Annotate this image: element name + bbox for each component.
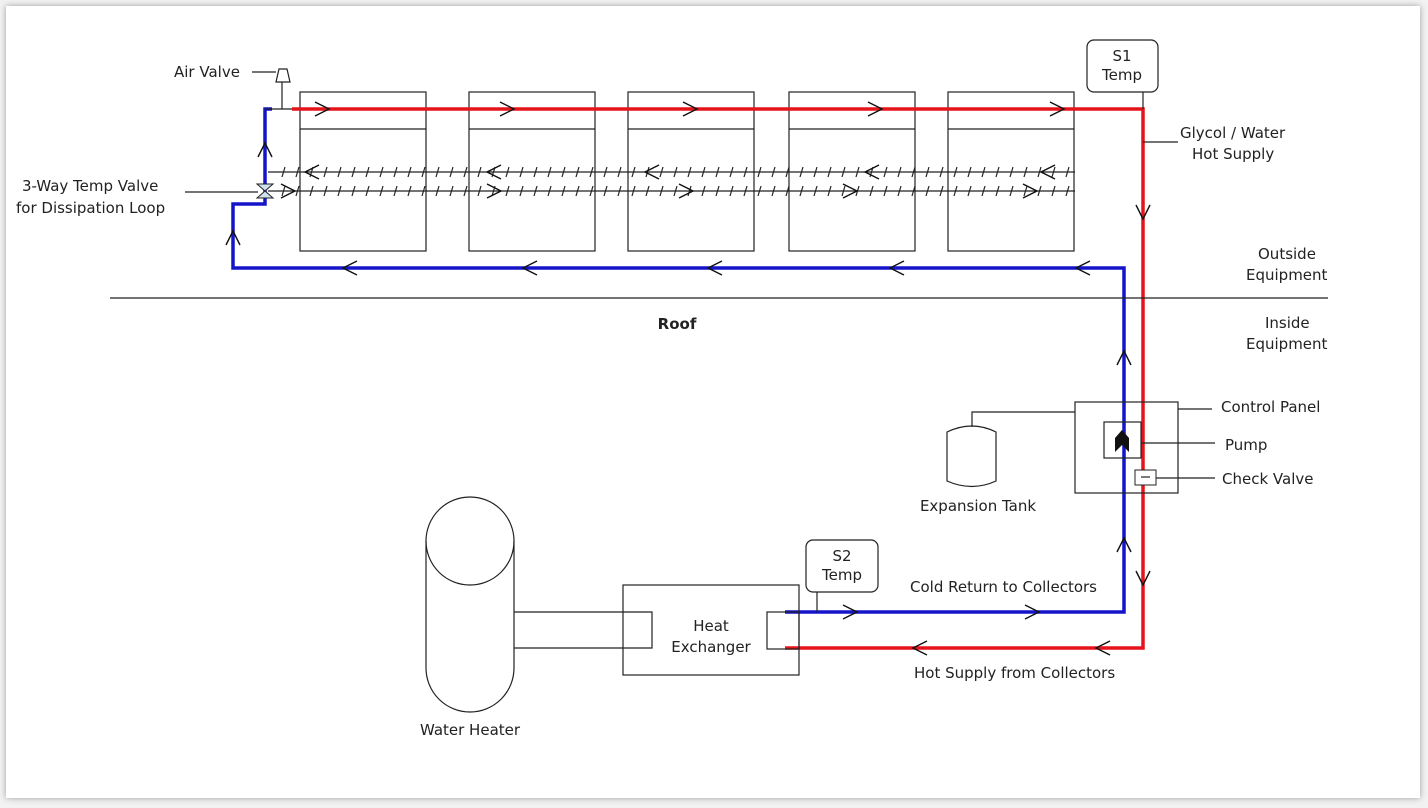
pump-label: Pump	[1225, 436, 1267, 454]
three-way-valve-label-1: 3-Way Temp Valve	[22, 177, 158, 195]
flow-arrow-icon	[1024, 604, 1041, 620]
control-panel-label: Control Panel	[1221, 398, 1320, 416]
roof-label: Roof	[658, 315, 697, 333]
cold-return-pipe	[231, 107, 1126, 614]
flow-arrow-icon	[485, 164, 502, 180]
s1-temp-label: Temp	[1101, 66, 1142, 84]
water-heater-label: Water Heater	[420, 721, 521, 739]
hot-supply-label: Hot Supply from Collectors	[914, 664, 1115, 682]
flow-arrow-icon	[842, 604, 859, 620]
heat-exchanger-label-2: Exchanger	[671, 638, 751, 656]
flow-arrow-icon	[314, 101, 331, 117]
flow-arrow-icon	[280, 183, 297, 199]
flow-arrow-icon	[225, 229, 241, 246]
s2-temp-label: Temp	[821, 566, 862, 584]
check-valve-label: Check Valve	[1222, 470, 1313, 488]
flow-arrow-icon	[1022, 183, 1039, 199]
flow-arrow-icon	[1074, 260, 1091, 276]
flow-arrow-icon	[499, 101, 516, 117]
s1-temp-sensor	[1086, 39, 1159, 93]
flow-arrow-icon	[863, 164, 880, 180]
heat-exchanger-label-1: Heat	[693, 617, 729, 635]
water-heater	[425, 496, 653, 713]
three-way-valve-icon	[185, 183, 275, 199]
flow-arrow-icon	[842, 183, 859, 199]
flow-arrow-icon	[1135, 204, 1151, 221]
three-way-valve-label-2: for Dissipation Loop	[16, 199, 165, 217]
flow-arrow-icon	[257, 141, 273, 158]
outside-label-1: Outside	[1258, 245, 1316, 263]
pump-icon	[1115, 430, 1129, 452]
flow-arrow-icon	[1116, 536, 1132, 553]
flow-arrow-icon	[303, 164, 320, 180]
hot-supply-pipe	[292, 107, 1145, 650]
glycol-label-2: Hot Supply	[1192, 145, 1274, 163]
air-valve-icon	[252, 68, 291, 109]
flow-arrow-icon	[486, 183, 503, 199]
flow-arrow-icon	[1039, 164, 1056, 180]
flow-arrow-icon	[911, 640, 928, 656]
inside-label-2: Equipment	[1246, 335, 1328, 353]
flow-arrow-icon	[1135, 570, 1151, 587]
expansion-tank-label: Expansion Tank	[920, 497, 1036, 515]
outside-label-2: Equipment	[1246, 266, 1328, 284]
air-valve-label: Air Valve	[174, 63, 240, 81]
flow-arrow-icon	[521, 260, 538, 276]
diagram-frame: Air Valve 3-Way Temp Valve for Dissipati…	[6, 6, 1420, 798]
flow-arrow-icon	[706, 260, 723, 276]
glycol-label-1: Glycol / Water	[1180, 124, 1286, 142]
flow-arrows	[225, 101, 1151, 656]
flow-arrow-icon	[888, 260, 905, 276]
flow-arrow-icon	[682, 101, 699, 117]
s1-label: S1	[1112, 47, 1131, 65]
inside-label-1: Inside	[1265, 314, 1310, 332]
pump-box	[1103, 421, 1142, 459]
flow-arrow-icon	[643, 164, 660, 180]
flow-arrow-icon	[1116, 349, 1132, 366]
control-panel	[1074, 401, 1179, 494]
dissipation-loop	[268, 166, 1075, 197]
flow-arrow-icon	[1094, 640, 1111, 656]
flow-arrow-icon	[867, 101, 884, 117]
flow-arrow-icon	[678, 183, 695, 199]
s2-label: S2	[832, 547, 851, 565]
expansion-tank	[946, 411, 1075, 488]
s2-temp-sensor	[805, 539, 879, 593]
cold-return-label: Cold Return to Collectors	[910, 578, 1097, 596]
flow-arrow-icon	[341, 260, 358, 276]
flow-arrow-icon	[1049, 101, 1066, 117]
